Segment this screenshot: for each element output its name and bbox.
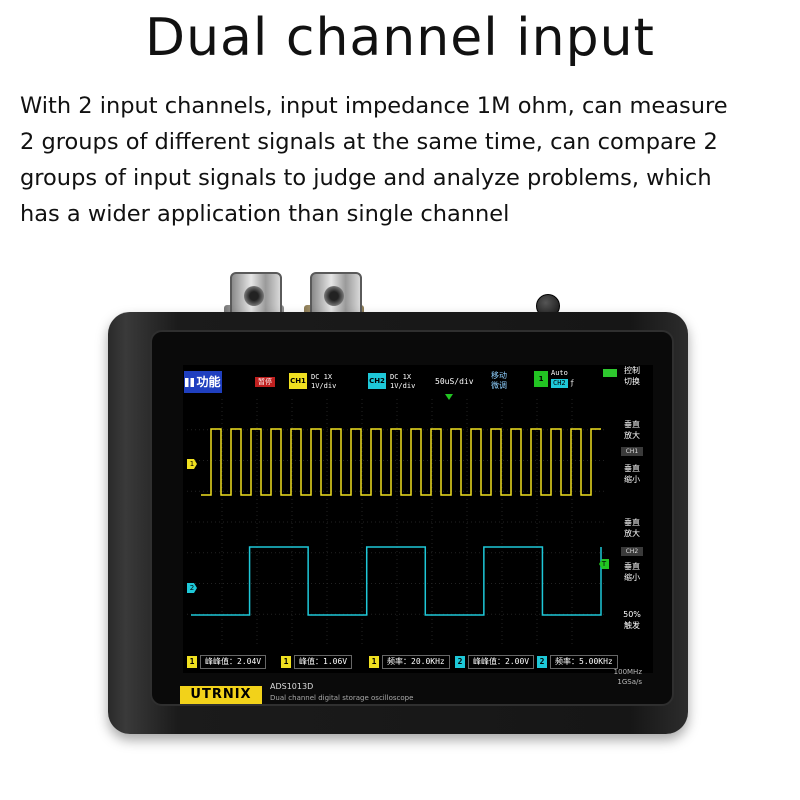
channel-badge: 1 — [369, 656, 379, 668]
ch2-waveform — [191, 546, 602, 616]
menu-label: 垂直 — [624, 562, 640, 571]
grid-icon — [185, 378, 195, 387]
oscilloscope-screen[interactable]: 功能 暂停 CH1 DC 1X 1V/div CH2 DC 1X 1V/div … — [183, 365, 653, 673]
measurement-value: 峰峰值：2.00V — [468, 655, 535, 669]
ch2-menu-tag: CH2 — [621, 547, 643, 556]
menu-label: 缩小 — [624, 475, 640, 484]
menu-label: 垂直 — [624, 464, 640, 473]
menu-label: 缩小 — [624, 573, 640, 582]
stop-badge[interactable]: 暂停 — [255, 377, 275, 387]
menu-label: 切换 — [624, 377, 640, 386]
sample-rate-spec: 1GSa/s — [617, 678, 642, 686]
channel-badge: 2 — [455, 656, 465, 668]
ch2-tag[interactable]: CH2 — [368, 373, 386, 389]
connector-hole-icon — [244, 286, 264, 306]
ch1-vertical-zoom-in-button[interactable]: 垂直放大 — [611, 419, 653, 441]
measurement-value: 频率：20.0KHz — [382, 655, 450, 669]
ch2-coupling: DC 1X — [390, 373, 412, 381]
waveform-plot — [187, 399, 607, 645]
ch2-vertical-zoom-out-button[interactable]: 垂直缩小 — [611, 561, 653, 583]
ch1-marker[interactable]: 1 — [187, 459, 197, 469]
menu-label: 垂直 — [624, 420, 640, 429]
ch1-tag[interactable]: CH1 — [289, 373, 307, 389]
trigger-edge-icon: ƒ — [570, 379, 575, 387]
channel-badge: 2 — [537, 656, 547, 668]
connector-hole-icon — [324, 286, 344, 306]
menu-label: 50% — [623, 610, 641, 619]
trigger-level-marker[interactable]: T — [599, 559, 609, 569]
function-label: 功能 — [196, 375, 221, 389]
control-switch-button[interactable]: 控制切换 — [611, 365, 653, 387]
menu-label: 放大 — [624, 529, 640, 538]
description-line: 2 groups of different signals at the sam… — [20, 129, 718, 155]
side-menu: 控制切换 垂直放大 CH1 垂直缩小 垂直放大 CH2 垂直缩小 50%触发 — [611, 365, 653, 645]
trigger-source: CH2 — [551, 379, 568, 388]
menu-label: 放大 — [624, 431, 640, 440]
headline: Dual channel input — [145, 8, 655, 68]
channel-badge: 1 — [281, 656, 291, 668]
description-line: groups of input signals to judge and ana… — [20, 165, 712, 191]
ch1-waveform — [201, 428, 601, 496]
measurement-value: 频率：5.00KHz — [550, 655, 618, 669]
menu-label: 触发 — [624, 621, 640, 630]
trigger-mode: Auto — [551, 369, 568, 377]
fine-tune-label[interactable]: 微调 — [491, 381, 507, 390]
trigger-position-icon — [445, 394, 453, 400]
trigger-50-percent-button[interactable]: 50% 触发 — [611, 609, 653, 631]
ch2-vertical-zoom-in-button[interactable]: 垂直放大 — [611, 517, 653, 539]
ch2-marker[interactable]: 2 — [187, 583, 197, 593]
ch1-vertical-zoom-out-button[interactable]: 垂直缩小 — [611, 463, 653, 485]
description: With 2 input channels, input impedance 1… — [20, 88, 790, 232]
function-button[interactable]: 功能 — [184, 371, 222, 393]
menu-label: 垂直 — [624, 518, 640, 527]
ch1-coupling: DC 1X — [311, 373, 333, 381]
move-label[interactable]: 移动 — [491, 371, 507, 380]
battery-icon — [603, 369, 617, 377]
measurement-value: 峰峰值：2.04V — [200, 655, 267, 669]
trigger-tag[interactable]: 1 — [534, 371, 548, 387]
ch1-menu-tag: CH1 — [621, 447, 643, 456]
channel-badge: 1 — [187, 656, 197, 668]
status-bar: 功能 暂停 CH1 DC 1X 1V/div CH2 DC 1X 1V/div … — [183, 365, 653, 400]
ch1-scale: 1V/div — [311, 382, 337, 390]
description-line: has a wider application than single chan… — [20, 201, 510, 227]
brand-logo: UTRNIX — [180, 686, 262, 704]
model-number: ADS1013D — [270, 682, 314, 691]
device-subtitle: Dual channel digital storage oscilloscop… — [270, 694, 414, 702]
bandwidth-spec: 100MHz — [613, 668, 642, 676]
timebase[interactable]: 50uS/div — [435, 377, 474, 386]
device-branding: UTRNIX ADS1013D Dual channel digital sto… — [180, 668, 660, 708]
ch2-scale: 1V/div — [390, 382, 416, 390]
menu-label: 控制 — [624, 366, 640, 375]
description-line: With 2 input channels, input impedance 1… — [20, 93, 728, 119]
measurement-value: 峰值：1.06V — [294, 655, 353, 669]
